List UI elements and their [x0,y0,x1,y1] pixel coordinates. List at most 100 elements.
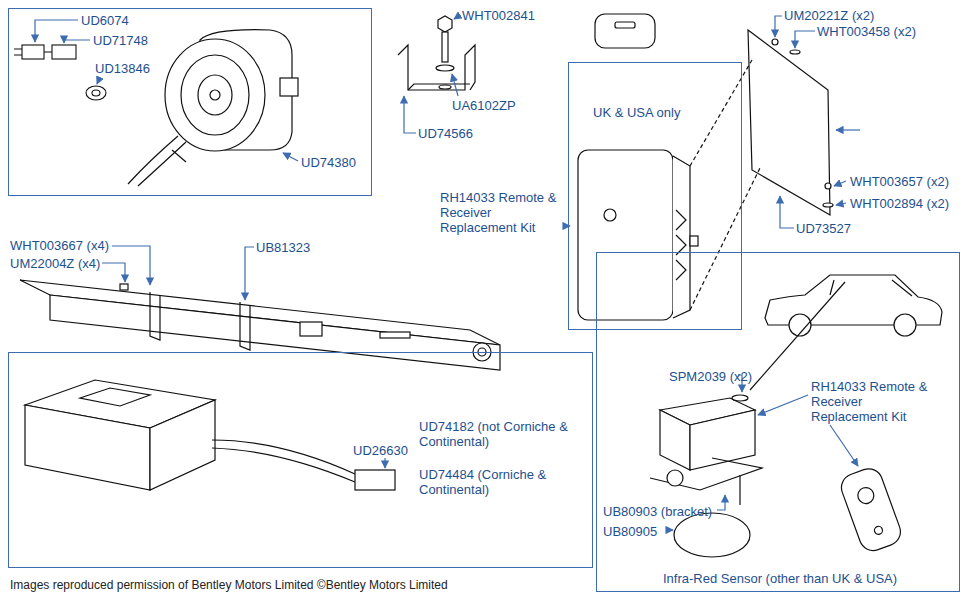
mounting-plate [772,39,778,45]
horn-siren [210,90,220,100]
part-number: WHT003458 (x2) [817,24,916,39]
infra-red-sensor [674,513,750,557]
leader-lines [758,395,808,415]
parts-panel: UK & USA only [568,62,742,330]
wire-connectors [14,49,52,55]
control-unit [25,405,150,490]
part-number: UD71748 [93,33,148,48]
leader-lines [245,247,254,300]
part-number: UM22004Z (x4) [10,256,100,271]
leader-lines [717,495,725,510]
horn-siren [128,30,298,186]
part-number: WHT003657 (x2) [850,174,949,189]
part-number: UM20221Z (x2) [784,8,874,23]
car-outline [894,314,916,336]
remote-fob [838,465,905,555]
mounting-bracket [439,85,451,89]
control-unit [80,388,150,406]
wire-connectors [52,45,76,59]
leader-lines [283,153,298,161]
cross-beam [240,302,250,350]
text-holder: WHT003657 (x2) [850,174,949,189]
text-holder: UD74380 [301,155,356,170]
remote-fob [615,22,635,28]
remote-fob [838,465,905,555]
part-number: UB80905 [603,524,657,539]
leader-lines [830,425,858,466]
leader-lines [454,15,460,19]
parts-panel: UD74182 (not Corniche & Continental) UD74… [8,352,593,568]
control-unit [150,400,215,490]
parts-panel: UD6074UD71748UD13846UD74380 [8,8,372,196]
infra-red-sensor [739,475,740,505]
text-holder: UD74484 (Corniche & Continental) [419,467,587,497]
leader-lines [836,129,860,130]
horn-siren [172,150,186,162]
text-holder: UA6102ZP [452,98,516,113]
control-unit [212,448,355,482]
horn-siren [181,55,249,135]
leader-lines [836,203,846,205]
leader-lines [64,40,90,43]
text-holder: UB80905 [603,524,657,539]
part-number: Infra-Red Sensor (other than UK & USA) [663,571,897,586]
text-holder: UB80903 (bracket) [603,504,712,519]
part-number: WHT002894 (x2) [850,196,949,211]
infra-red-sensor [690,410,755,470]
mounting-bracket [408,84,470,90]
car-outline [750,275,942,390]
text-holder: UD74566 [418,126,473,141]
mounting-plate [748,30,830,215]
infra-red-sensor [660,410,690,470]
leader-lines [452,74,458,96]
leader-lines [112,246,150,285]
part-number: UD73527 [796,221,851,236]
mounting-bracket [438,16,452,32]
control-unit [355,470,395,490]
part-number: UD74566 [418,126,473,141]
text-holder: SPM2039 (x2) [669,369,752,384]
part-number: UD74380 [301,155,356,170]
horn-siren [198,75,232,115]
cross-beam [50,295,500,370]
part-number: UB81323 [256,240,310,255]
remote-fob [856,485,877,506]
text-holder: UD73527 [796,221,851,236]
car-outline [750,282,845,390]
parts-panel: SPM2039 (x2) RH14033 Remote & Receiver Re… [596,252,960,592]
mounting-plate [690,60,760,310]
infra-red-sensor [667,470,683,486]
part-number: RH14033 Remote & Receiver Replacement Ki… [440,190,565,235]
text-holder: UD71748 [93,33,148,48]
receiver-unit [673,156,690,318]
cross-beam [150,292,160,340]
leader-lines [404,96,416,133]
cross-beam [20,280,500,370]
text-holder: UM22004Z (x4) [10,256,100,271]
remote-fob [595,14,655,48]
mounting-plate [690,30,833,310]
horn-siren [165,39,265,151]
leader-lines [35,20,78,42]
text-holder: UD6074 [81,13,129,28]
control-unit [212,440,355,474]
mounting-bracket [398,45,475,90]
part-number: SPM2039 (x2) [669,369,752,384]
horn-siren [128,136,178,184]
mounting-bracket [398,16,475,90]
text-holder: WHT003458 (x2) [817,24,916,39]
infra-red-sensor [732,395,748,401]
wire-connectors [86,86,106,100]
text-holder: RH14033 Remote & Receiver Replacement Ki… [811,379,936,424]
leader-lines [97,77,100,84]
mounting-plate [790,50,800,54]
leader-lines [102,263,125,282]
part-number: UD26630 [353,443,408,458]
text-holder: WHT003667 (x4) [10,238,109,253]
receiver-unit [676,210,686,280]
mounting-bracket [436,65,454,71]
text-holder: UD74182 (not Corniche & Continental) [419,419,587,449]
text-holder: Infra-Red Sensor (other than UK & USA) [663,571,897,586]
copyright-note: Images reproduced permission of Bentley … [10,578,448,593]
